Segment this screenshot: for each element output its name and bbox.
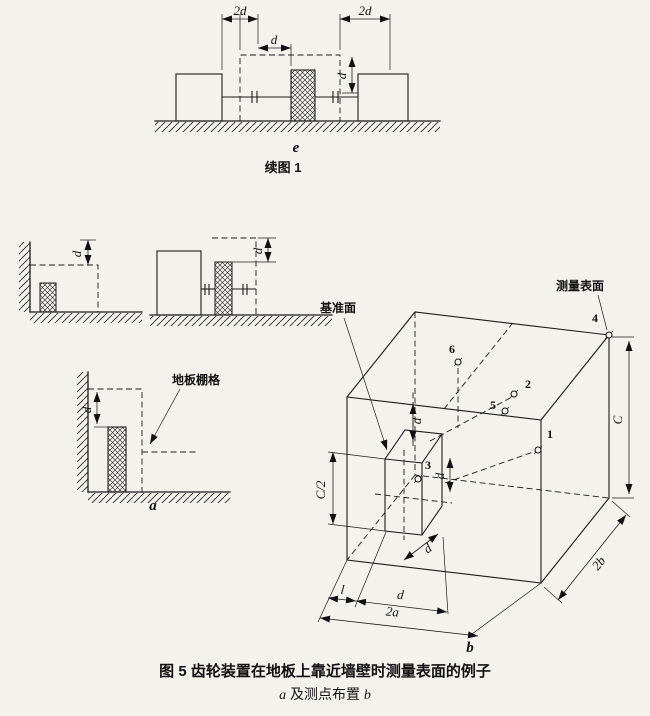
figure-captions: 图 5 齿轮装置在地板上靠近墙壁时测量表面的例子 a 及测点布置 b	[159, 662, 491, 703]
extension-lines	[221, 14, 391, 94]
point-5-label: 5	[490, 398, 496, 412]
dim-d-bottom: d	[396, 587, 405, 603]
figure-wall-shaft-drawing: d	[149, 237, 333, 326]
gear-unit-column	[214, 261, 233, 316]
figure-b-drawing: 基准面 测量表面 d d C/2 d C 2b l d 2a	[313, 278, 634, 656]
wall-hatch	[77, 372, 88, 492]
floor-grid-leader	[149, 388, 181, 445]
gear-unit-column	[39, 282, 57, 313]
gear-unit-box	[384, 429, 443, 536]
dim-d-side: d	[432, 472, 447, 479]
point-2-label: 2	[525, 377, 531, 391]
point-4-label: 4	[592, 311, 598, 325]
left-machine-box	[175, 73, 223, 122]
figure-e-label: e	[293, 140, 300, 156]
figure-5-caption: 图 5 齿轮装置在地板上靠近墙壁时测量表面的例子	[159, 662, 491, 680]
datum-plane-label: 基准面	[319, 300, 356, 315]
measurement-contour-dashed	[239, 54, 341, 121]
floor-grid-label: 地板棚格	[172, 372, 221, 387]
figure-a-label: a	[149, 498, 157, 514]
surface-leader	[597, 294, 608, 331]
dim-width: 2a	[385, 603, 400, 619]
measurement-contour-dashed	[88, 388, 198, 492]
machine-box	[156, 250, 202, 316]
figure-wall-small-drawing: d	[19, 239, 143, 323]
gear-centerlines-dashed	[374, 450, 453, 540]
dim-depth: 2b	[589, 553, 609, 573]
measuring-point-2: 2	[509, 377, 531, 399]
measurement-contour-dashed	[30, 264, 99, 312]
datum-leader	[343, 317, 388, 451]
subcaption-a: a	[279, 688, 286, 703]
dim-d: d	[69, 250, 84, 257]
extension-lines	[612, 336, 634, 499]
dim-half-height: C/2	[313, 480, 328, 499]
figure-b-label: b	[466, 640, 474, 656]
hidden-edges-dashed	[346, 312, 610, 561]
gear-unit-column	[107, 426, 127, 493]
coupling-ticks	[251, 91, 339, 103]
ground-hatch	[155, 122, 440, 132]
subcaption-b: b	[364, 688, 371, 703]
right-machine-box	[357, 73, 409, 122]
construction-dashed	[412, 323, 537, 484]
measuring-point-4: 4	[592, 311, 614, 340]
wall-hatch	[19, 242, 30, 312]
ground-hatch	[150, 316, 332, 326]
measuring-point-5: 5	[490, 398, 510, 416]
dim-2d-left: 2d	[234, 3, 248, 18]
dim-d-top: d	[409, 417, 424, 424]
dim-2d-right: 2d	[359, 3, 373, 18]
dim-d: d	[79, 406, 94, 413]
dim-height: C	[610, 415, 625, 424]
point-1-label: 1	[547, 427, 553, 441]
dim-d-depth: d	[420, 540, 434, 556]
figure-a-drawing: d 地板棚格 a	[77, 371, 231, 514]
coupling-ticks	[204, 284, 248, 295]
extension-lines	[543, 500, 631, 604]
figure-e-drawing: 2d d 2d d e 续图 1	[154, 3, 441, 175]
gear-unit-column	[290, 69, 316, 122]
dim-l: l	[340, 582, 346, 597]
dim-d: d	[271, 32, 278, 47]
measurement-surface-label: 测量表面	[556, 278, 604, 293]
measuring-point-1: 1	[533, 427, 553, 455]
ground-hatch	[88, 493, 230, 503]
measuring-point-6: 6	[449, 342, 463, 367]
dim-d-vertical: d	[334, 72, 349, 79]
figure-e-caption: 续图 1	[265, 160, 302, 175]
measurement-contour-dashed	[212, 237, 257, 315]
extension-lines	[317, 531, 542, 638]
point-3-label: 3	[425, 458, 431, 472]
dim-d: d	[250, 247, 265, 254]
measuring-point-3: 3	[413, 458, 431, 484]
figure-5-subcaption: a 及测点布置 b	[279, 686, 371, 703]
extension-lines	[327, 451, 386, 532]
point-6-label: 6	[449, 342, 455, 356]
ground-hatch	[30, 313, 142, 323]
subcaption-mid: 及测点布置	[286, 686, 364, 702]
